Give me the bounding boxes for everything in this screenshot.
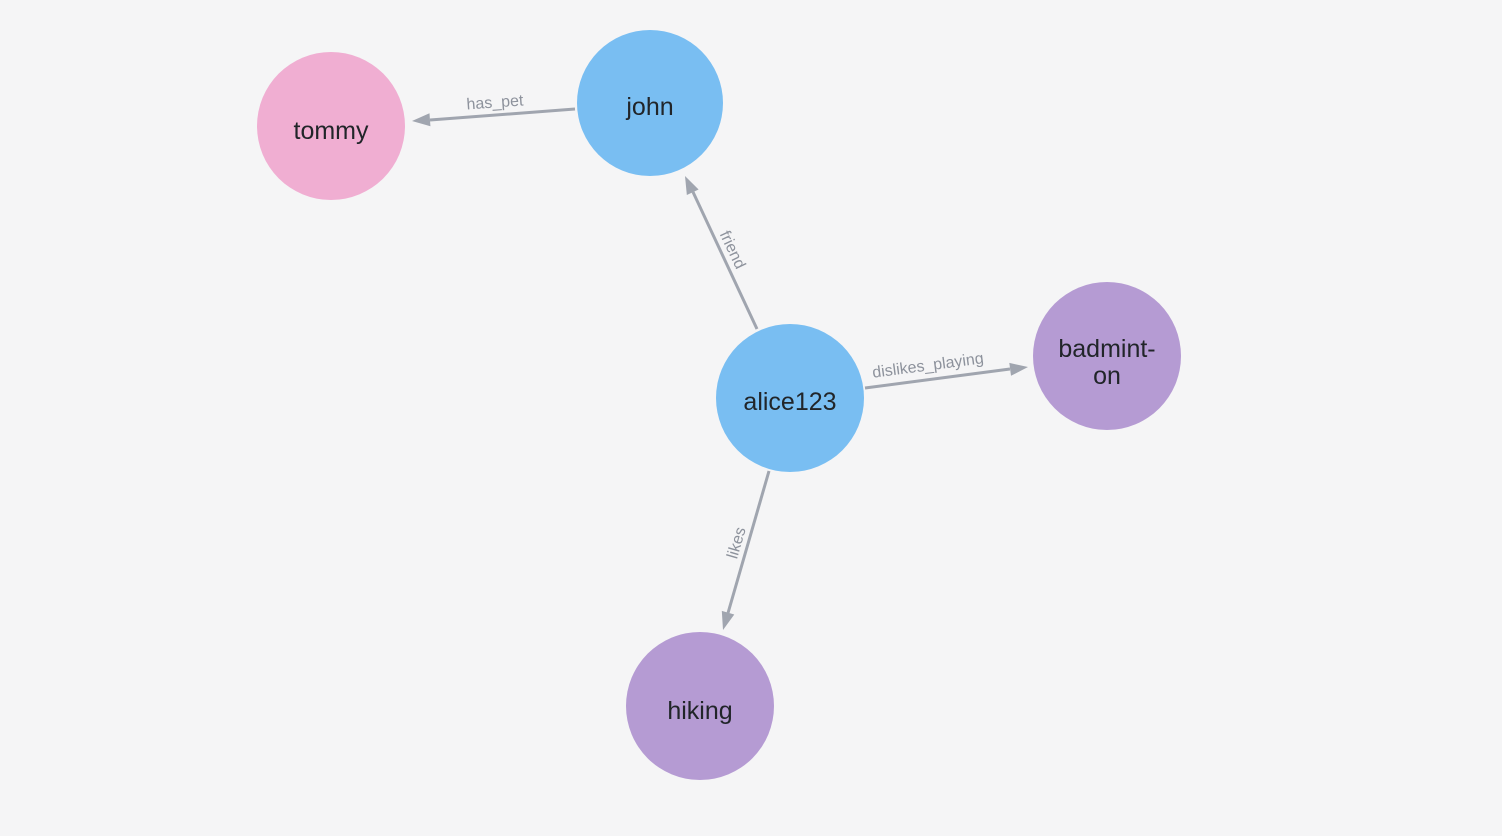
node-badminton-label-line2: on bbox=[1093, 362, 1121, 390]
edge-friend-arrowhead bbox=[685, 176, 699, 196]
edge-has-pet-arrowhead bbox=[412, 113, 431, 127]
node-john: john bbox=[577, 30, 723, 176]
node-john-circle[interactable] bbox=[577, 30, 723, 176]
edge-has-pet-label[interactable]: has_pet bbox=[466, 92, 525, 113]
node-badminton-label-line1: badmint- bbox=[1058, 335, 1155, 363]
node-badminton: badmint-on bbox=[1033, 282, 1181, 430]
edge-friend-line[interactable] bbox=[691, 191, 759, 330]
node-hiking-label: hiking bbox=[667, 697, 732, 725]
node-alice123-circle[interactable] bbox=[716, 324, 864, 472]
edge-likes-arrowhead bbox=[721, 610, 735, 630]
node-john-label: john bbox=[625, 93, 673, 121]
edge-dislikes-playing-arrowhead bbox=[1009, 362, 1028, 376]
node-tommy-circle[interactable] bbox=[257, 52, 405, 200]
node-hiking: hiking bbox=[626, 632, 774, 780]
node-alice123: alice123 bbox=[716, 324, 864, 472]
edge-likes: likes bbox=[721, 470, 771, 630]
node-tommy: tommy bbox=[257, 52, 405, 200]
node-badminton-circle[interactable] bbox=[1033, 282, 1181, 430]
edge-likes-line[interactable] bbox=[726, 470, 771, 614]
node-tommy-label: tommy bbox=[294, 117, 370, 145]
node-hiking-circle[interactable] bbox=[626, 632, 774, 780]
edge-dislikes-playing-line[interactable] bbox=[864, 367, 1011, 390]
edge-has-pet: has_pet bbox=[412, 92, 576, 127]
edge-has-pet-line[interactable] bbox=[429, 107, 576, 122]
node-alice123-label: alice123 bbox=[743, 388, 836, 416]
node-badminton-label: badmint-on bbox=[1058, 335, 1155, 390]
